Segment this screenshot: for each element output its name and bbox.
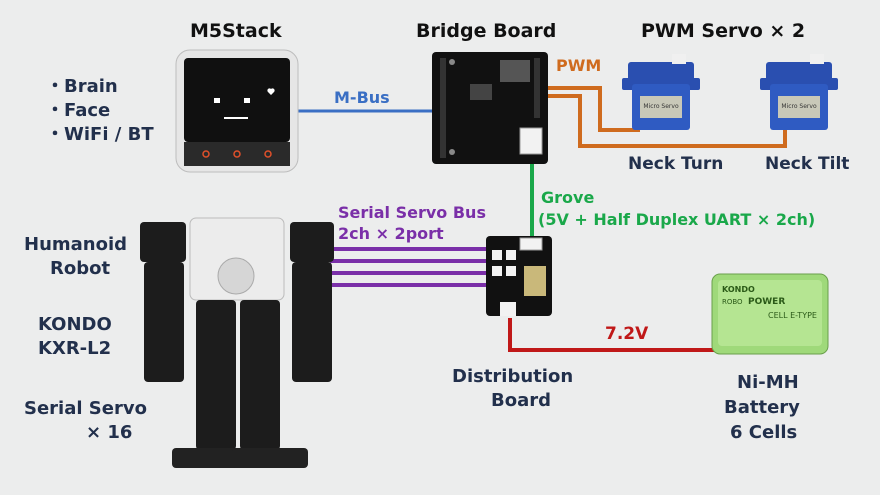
robot-type-2: Robot: [50, 258, 111, 279]
mbus-label: M-Bus: [334, 88, 390, 107]
serial-bus-wires: [330, 247, 490, 287]
feature-brain: ・Brain: [46, 76, 118, 97]
pwm-wire-2: [548, 94, 787, 148]
battery-label-1: Ni-MH: [737, 372, 799, 393]
distribution-board: [486, 236, 552, 316]
humanoid-robot: [140, 217, 334, 468]
robot-type-1: Humanoid: [24, 234, 128, 255]
battery-pack: KONDO ROBO POWER CELL E-TYPE: [711, 273, 829, 355]
distribution-label-1: Distribution: [452, 366, 574, 387]
robot-servos-2: × 16: [86, 422, 133, 443]
grove-wire: [522, 152, 534, 250]
servo-2: Micro Servo: [760, 54, 838, 130]
pwm-label: PWM: [556, 56, 602, 75]
battery-power: POWER: [748, 297, 785, 307]
feature-face: ・Face: [46, 100, 111, 121]
servo-1: Micro Servo: [622, 54, 700, 130]
bridge-board-title: Bridge Board: [416, 20, 557, 42]
m5stack-device: [175, 49, 299, 173]
bridge-board: [432, 52, 548, 164]
feature-wifi: ・WiFi / BT: [46, 124, 154, 145]
power-wire: [508, 318, 714, 352]
robot-servos-1: Serial Servo: [24, 398, 147, 419]
battery-type: CELL E-TYPE: [768, 311, 817, 320]
neck-turn-label: Neck Turn: [628, 154, 724, 174]
serial-bus-label: Serial Servo Bus: [338, 203, 486, 222]
robot-model-2: KXR-L2: [38, 338, 112, 359]
battery-robo: ROBO: [722, 298, 743, 306]
voltage-label: 7.2V: [605, 324, 649, 344]
neck-tilt-label: Neck Tilt: [765, 154, 850, 174]
servo-2-print: Micro Servo: [781, 103, 817, 110]
pwm-wire-1: [548, 86, 640, 132]
battery-brand: KONDO: [722, 285, 755, 294]
grove-desc: (5V + Half Duplex UART × 2ch): [538, 210, 816, 229]
servo-1-print: Micro Servo: [643, 103, 679, 110]
pwm-servo-title: PWM Servo × 2: [641, 20, 806, 42]
serial-bus-desc: 2ch × 2port: [338, 224, 444, 243]
robot-model-1: KONDO: [38, 314, 112, 335]
grove-label: Grove: [541, 188, 595, 207]
battery-label-3: 6 Cells: [730, 422, 798, 443]
battery-label-2: Battery: [724, 397, 800, 418]
m5stack-title: M5Stack: [190, 20, 282, 42]
distribution-label-2: Board: [491, 390, 551, 411]
